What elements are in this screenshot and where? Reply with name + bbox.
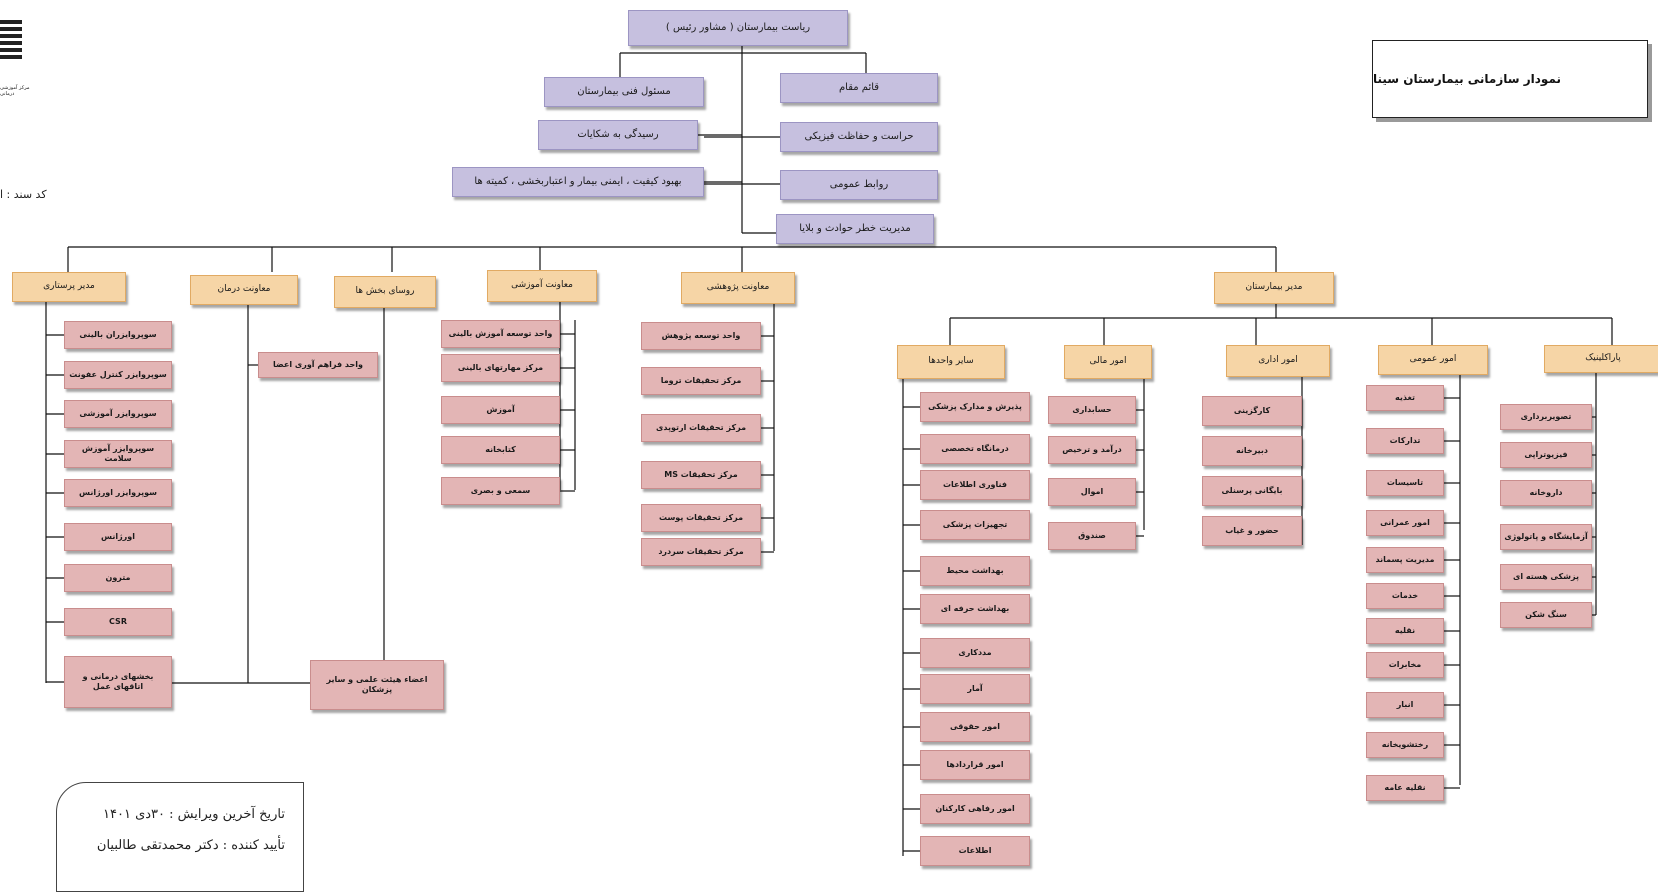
subdept-admin: امور اداری (1226, 345, 1330, 377)
other-item: اطلاعات (920, 836, 1030, 866)
subdept-finance: امور مالی (1064, 345, 1152, 379)
clinic-item: فیزیوتراپی (1500, 442, 1592, 468)
other-item: مددکاری (920, 638, 1030, 668)
treatment-item: واحد فراهم آوری اعضا (258, 352, 378, 378)
top-left-box: بهبود کیفیت ، ایمنی بیمار و اعتباربخشی ،… (452, 167, 704, 197)
general-item: تغذیه (1366, 385, 1444, 411)
top-right-box: قائم مقام (780, 73, 938, 103)
top-right-box: حراست و حفاظت فیزیکی (780, 122, 938, 152)
education-item: واحد توسعه آموزش بالینی (441, 320, 560, 348)
dept-education: معاونت آموزشی (487, 270, 597, 302)
clinic-item: تصویربرداری (1500, 404, 1592, 430)
dept-ward_heads: روسای بخش ها (334, 276, 436, 308)
finance-item: درآمد و ترخیص (1048, 436, 1136, 464)
general-item: نقلیه عامه (1366, 775, 1444, 801)
finance-item: اموال (1048, 478, 1136, 506)
admin-item: کارگزینی (1202, 396, 1302, 426)
other-item: تجهیزات پزشکی (920, 510, 1030, 540)
logo-text: مرکز آموزشی درمانی (0, 85, 30, 97)
education-item: مرکز مهارتهای بالینی (441, 354, 560, 382)
footer-box: تاریخ آخرین ویرایش : ۳۰دی ۱۴۰۱ تأیید کنن… (56, 782, 304, 892)
chart-title: نمودار سازمانی بیمارستان سینا (1372, 40, 1648, 118)
dept-manager: مدیر بیمارستان (1214, 272, 1334, 304)
dept-nursing: مدیر پرستاری (12, 272, 126, 302)
research-item: مرکز تحقیقات پوست (641, 504, 761, 532)
nursing-item: سوپروایزر آموزشی (64, 400, 172, 428)
finance-item: حسابداری (1048, 396, 1136, 424)
subdept-clinic: پاراکلینیک (1544, 345, 1658, 373)
logo-mark (0, 20, 22, 62)
research-item: مرکز تحقیقات ارتوپدی (641, 414, 761, 442)
research-item: مرکز تحقیقات MS (641, 461, 761, 489)
admin-item: بایگانی پرسنلی (1202, 476, 1302, 506)
hospital-logo: مرکز آموزشی درمانی (0, 0, 30, 130)
research-item: مرکز تحقیقات سردرد (641, 538, 761, 566)
general-item: امور عمرانی (1366, 510, 1444, 536)
general-item: خدمات (1366, 583, 1444, 609)
top-left-box: مسئول فنی بیمارستان (544, 77, 704, 107)
general-item: تاسیسات (1366, 470, 1444, 496)
other-item: آمار (920, 674, 1030, 704)
nursing-item: CSR (64, 608, 172, 636)
nursing-item: سوپروایزر اورژانس (64, 479, 172, 507)
last-edit-date: تاریخ آخرین ویرایش : ۳۰دی ۱۴۰۱ (103, 807, 285, 822)
nursing-item: سوپروایزر آموزش سلامت (64, 440, 172, 468)
clinic-item: داروخانه (1500, 480, 1592, 506)
subdept-general: امور عمومی (1378, 345, 1488, 375)
top-right-box: مدیریت خطر حوادث و بلایا (776, 214, 934, 244)
education-item: آموزش (441, 396, 560, 424)
other-item: امور رفاهی کارکنان (920, 794, 1030, 824)
clinic-item: آزمایشگاه و پاتولوژی (1500, 524, 1592, 550)
dept-research: معاونت پژوهشی (681, 272, 795, 304)
top-right-box: روابط عمومی (780, 170, 938, 200)
general-item: رختشویخانه (1366, 732, 1444, 758)
subdept-other: سایر واحدها (897, 345, 1005, 379)
nursing-item: بخشهای درمانی و اتاقهای عمل (64, 656, 172, 708)
nursing-item: سوپروایزران بالینی (64, 321, 172, 349)
other-item: امور قراردادها (920, 750, 1030, 780)
education-item: کتابخانه (441, 436, 560, 464)
other-item: فناوری اطلاعات (920, 470, 1030, 500)
other-item: امور حقوقی (920, 712, 1030, 742)
research-item: مرکز تحقیقات تروما (641, 367, 761, 395)
other-item: پذیرش و مدارک پزشکی (920, 392, 1030, 422)
approver: تأیید کننده : دکتر محمدتقی طالبیان (96, 838, 285, 853)
general-item: تدارکات (1366, 428, 1444, 454)
top-left-box: رسیدگی به شکایات (538, 120, 698, 150)
connector-lines (45, 46, 1613, 856)
dept-treatment: معاونت درمان (190, 275, 298, 305)
admin-item: حضور و غیاب (1202, 516, 1302, 546)
finance-item: صندوق (1048, 522, 1136, 550)
general-item: مخابرات (1366, 652, 1444, 678)
research-item: واحد توسعه پژوهش (641, 322, 761, 350)
nursing-item: سوپروایزر کنترل عفونت (64, 361, 172, 389)
nursing-item: مترون (64, 564, 172, 592)
head-box: ریاست بیمارستان ( مشاور رئیس ) (628, 10, 848, 46)
document-code: کد سند : ا (0, 188, 47, 201)
nursing-item: اورژانس (64, 523, 172, 551)
faculty-box: اعضاء هیئت علمی و سایر پزشکان (310, 660, 444, 710)
clinic-item: پزشکی هسته ای (1500, 564, 1592, 590)
general-item: انبار (1366, 692, 1444, 718)
admin-item: دبیرخانه (1202, 436, 1302, 466)
clinic-item: سنگ شکن (1500, 602, 1592, 628)
general-item: نقلیه (1366, 618, 1444, 644)
other-item: درمانگاه تخصصی (920, 434, 1030, 464)
other-item: بهداشت محیط (920, 556, 1030, 586)
education-item: سمعی و بصری (441, 477, 560, 505)
other-item: بهداشت حرفه ای (920, 594, 1030, 624)
general-item: مدیریت پسماند (1366, 547, 1444, 573)
